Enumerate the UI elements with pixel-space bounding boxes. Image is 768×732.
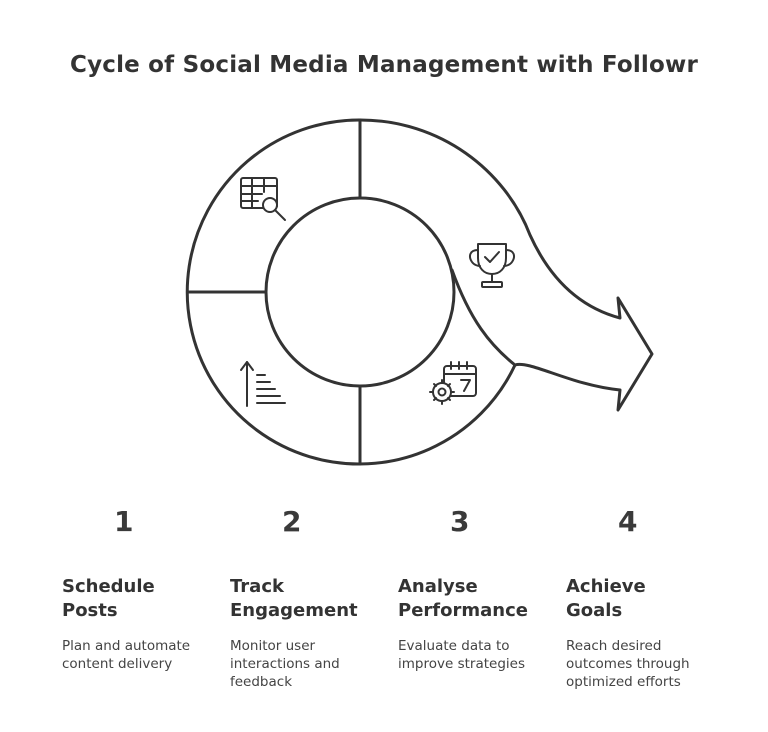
step-title: Analyse Performance — [398, 575, 558, 623]
step-number: 1 — [114, 505, 134, 538]
step-title-line: Schedule — [62, 576, 155, 597]
cycle-arrow — [358, 118, 654, 412]
step-title: Achieve Goals — [566, 575, 726, 623]
step-number: 4 — [618, 505, 638, 538]
step-desc-line: Reach desired — [566, 638, 662, 654]
spreadsheet-search-icon — [240, 177, 286, 221]
trophy-icon — [469, 243, 515, 288]
step-desc-line: feedback — [230, 674, 293, 690]
step-desc-line: Monitor user — [230, 638, 316, 654]
outer-ring — [185, 118, 517, 466]
step-title-line: Goals — [566, 600, 623, 621]
step-title-line: Performance — [398, 600, 528, 621]
step-title-line: Achieve — [566, 576, 646, 597]
step-title-line: Track — [230, 576, 284, 597]
step-title: Track Engagement — [230, 575, 390, 623]
step-track-engagement: 2 Track Engagement Monitor user interact… — [230, 505, 390, 691]
step-desc-line: optimized efforts — [566, 674, 681, 690]
step-desc-line: Plan and automate — [62, 638, 191, 654]
step-analyse-performance: 3 Analyse Performance Evaluate data to i… — [398, 505, 558, 673]
step-desc-line: Evaluate data to — [398, 638, 510, 654]
step-title-line: Analyse — [398, 576, 478, 597]
step-achieve-goals: 4 Achieve Goals Reach desired outcomes t… — [566, 505, 726, 691]
inner-ring — [264, 196, 456, 388]
step-desc-line: content delivery — [62, 656, 173, 672]
sort-ascending-icon — [240, 361, 286, 407]
diagram-title: Cycle of Social Media Management with Fo… — [69, 52, 699, 78]
arrow-inner-edge — [450, 268, 517, 367]
step-description: Reach desired outcomes through optimized… — [566, 637, 726, 691]
step-title-line: Engagement — [230, 600, 358, 621]
step-desc-line: interactions and — [230, 656, 340, 672]
step-desc-line: outcomes through — [566, 656, 690, 672]
calendar-gear-icon — [429, 361, 477, 405]
step-schedule-posts: 1 Schedule Posts Plan and automate conte… — [62, 505, 222, 673]
step-title-line: Posts — [62, 600, 118, 621]
step-description: Monitor user interactions and feedback — [230, 637, 390, 691]
step-desc-line: improve strategies — [398, 656, 525, 672]
step-number: 2 — [282, 505, 302, 538]
step-title: Schedule Posts — [62, 575, 222, 623]
step-description: Evaluate data to improve strategies — [398, 637, 558, 673]
step-number: 3 — [450, 505, 470, 538]
step-description: Plan and automate content delivery — [62, 637, 222, 673]
